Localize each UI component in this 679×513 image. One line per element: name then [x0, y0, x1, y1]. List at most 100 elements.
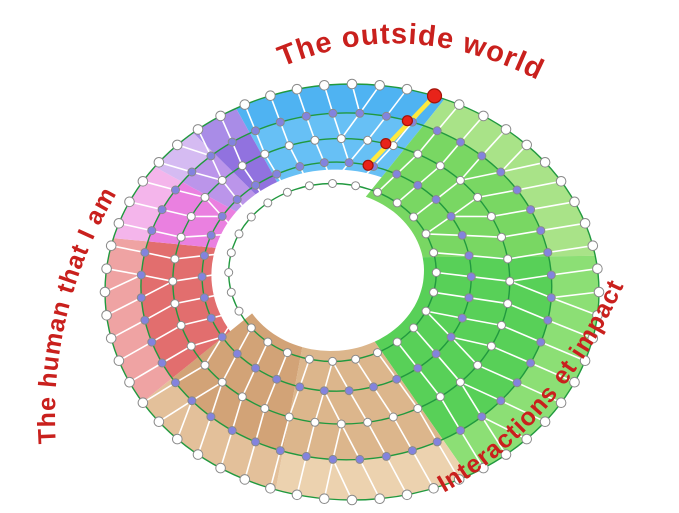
- graph-node[interactable]: [263, 198, 273, 208]
- graph-node[interactable]: [113, 218, 125, 229]
- graph-node[interactable]: [232, 195, 242, 204]
- graph-node[interactable]: [512, 185, 522, 195]
- graph-node[interactable]: [543, 248, 553, 257]
- graph-node[interactable]: [363, 135, 373, 145]
- graph-node[interactable]: [153, 157, 165, 168]
- graph-node[interactable]: [407, 446, 417, 456]
- graph-node[interactable]: [477, 412, 487, 422]
- graph-node[interactable]: [401, 83, 413, 95]
- graph-node[interactable]: [140, 248, 150, 257]
- graph-node[interactable]: [176, 232, 186, 242]
- graph-node[interactable]: [478, 110, 489, 122]
- graph-node[interactable]: [246, 212, 256, 222]
- graph-node[interactable]: [140, 315, 150, 325]
- graph-node[interactable]: [369, 382, 378, 392]
- graph-node[interactable]: [388, 412, 398, 422]
- graph-node[interactable]: [546, 270, 556, 280]
- graph-node[interactable]: [466, 272, 476, 282]
- graph-node[interactable]: [500, 124, 512, 135]
- graph-node[interactable]: [539, 157, 551, 168]
- graph-node[interactable]: [206, 230, 216, 240]
- graph-node[interactable]: [543, 315, 553, 325]
- graph-node[interactable]: [456, 137, 465, 147]
- graph-node[interactable]: [328, 108, 338, 118]
- graph-node[interactable]: [446, 332, 456, 342]
- graph-node[interactable]: [215, 462, 226, 474]
- graph-node[interactable]: [486, 341, 496, 351]
- graph-node[interactable]: [217, 211, 227, 221]
- graph-node[interactable]: [251, 126, 260, 136]
- graph-node[interactable]: [200, 360, 210, 370]
- graph-node[interactable]: [304, 181, 314, 191]
- graph-node[interactable]: [373, 348, 382, 358]
- graph-node[interactable]: [168, 276, 178, 286]
- graph-node[interactable]: [192, 124, 204, 135]
- graph-node[interactable]: [136, 270, 146, 280]
- graph-node[interactable]: [413, 363, 423, 373]
- graph-node[interactable]: [215, 110, 226, 122]
- graph-node[interactable]: [429, 248, 439, 258]
- graph-node[interactable]: [431, 349, 441, 359]
- graph-node[interactable]: [413, 404, 423, 413]
- graph-node[interactable]: [101, 263, 112, 275]
- graph-node[interactable]: [464, 251, 474, 261]
- graph-node[interactable]: [355, 454, 365, 464]
- graph-node[interactable]: [392, 374, 402, 384]
- graph-node[interactable]: [453, 474, 465, 485]
- graph-node[interactable]: [232, 349, 242, 359]
- graph-node[interactable]: [284, 412, 294, 422]
- graph-node[interactable]: [569, 196, 580, 208]
- graph-node[interactable]: [295, 162, 305, 171]
- graph-node[interactable]: [569, 376, 580, 388]
- graph-node[interactable]: [301, 451, 311, 461]
- selected-node[interactable]: [362, 159, 374, 171]
- graph-node[interactable]: [351, 181, 361, 191]
- graph-node[interactable]: [187, 396, 197, 406]
- graph-node[interactable]: [172, 433, 183, 445]
- graph-node[interactable]: [237, 161, 247, 171]
- graph-node[interactable]: [373, 187, 382, 197]
- graph-node[interactable]: [246, 323, 256, 333]
- graph-node[interactable]: [464, 293, 474, 303]
- graph-node[interactable]: [170, 299, 180, 309]
- graph-node[interactable]: [272, 374, 282, 384]
- graph-node[interactable]: [206, 313, 216, 323]
- graph-node[interactable]: [172, 139, 183, 151]
- graph-node[interactable]: [237, 392, 247, 402]
- graph-node[interactable]: [263, 337, 273, 347]
- graph-node[interactable]: [446, 211, 456, 221]
- graph-node[interactable]: [251, 180, 261, 190]
- graph-node[interactable]: [521, 433, 533, 445]
- graph-node[interactable]: [374, 493, 386, 505]
- graph-node[interactable]: [503, 299, 513, 309]
- graph-node[interactable]: [429, 287, 439, 297]
- graph-node[interactable]: [500, 449, 512, 460]
- graph-node[interactable]: [101, 310, 112, 321]
- graph-node[interactable]: [187, 167, 197, 177]
- graph-node[interactable]: [526, 205, 536, 215]
- graph-node[interactable]: [199, 293, 209, 303]
- graph-node[interactable]: [587, 333, 599, 344]
- graph-node[interactable]: [197, 272, 207, 282]
- graph-node[interactable]: [431, 195, 441, 204]
- graph-node[interactable]: [409, 323, 419, 333]
- graph-node[interactable]: [105, 240, 117, 251]
- graph-node[interactable]: [477, 151, 487, 161]
- graph-node[interactable]: [536, 337, 546, 347]
- graph-node[interactable]: [421, 306, 431, 316]
- selected-node[interactable]: [426, 88, 443, 104]
- graph-node[interactable]: [497, 320, 506, 330]
- graph-node[interactable]: [295, 382, 305, 392]
- graph-node[interactable]: [319, 80, 330, 91]
- graph-node[interactable]: [344, 158, 354, 168]
- graph-node[interactable]: [431, 268, 441, 277]
- graph-node[interactable]: [124, 376, 135, 388]
- graph-node[interactable]: [435, 392, 445, 402]
- graph-node[interactable]: [587, 240, 599, 251]
- graph-node[interactable]: [251, 437, 260, 447]
- graph-node[interactable]: [593, 286, 605, 298]
- graph-node[interactable]: [457, 313, 467, 323]
- graph-node[interactable]: [282, 348, 292, 358]
- graph-node[interactable]: [505, 276, 515, 286]
- graph-node[interactable]: [171, 185, 180, 195]
